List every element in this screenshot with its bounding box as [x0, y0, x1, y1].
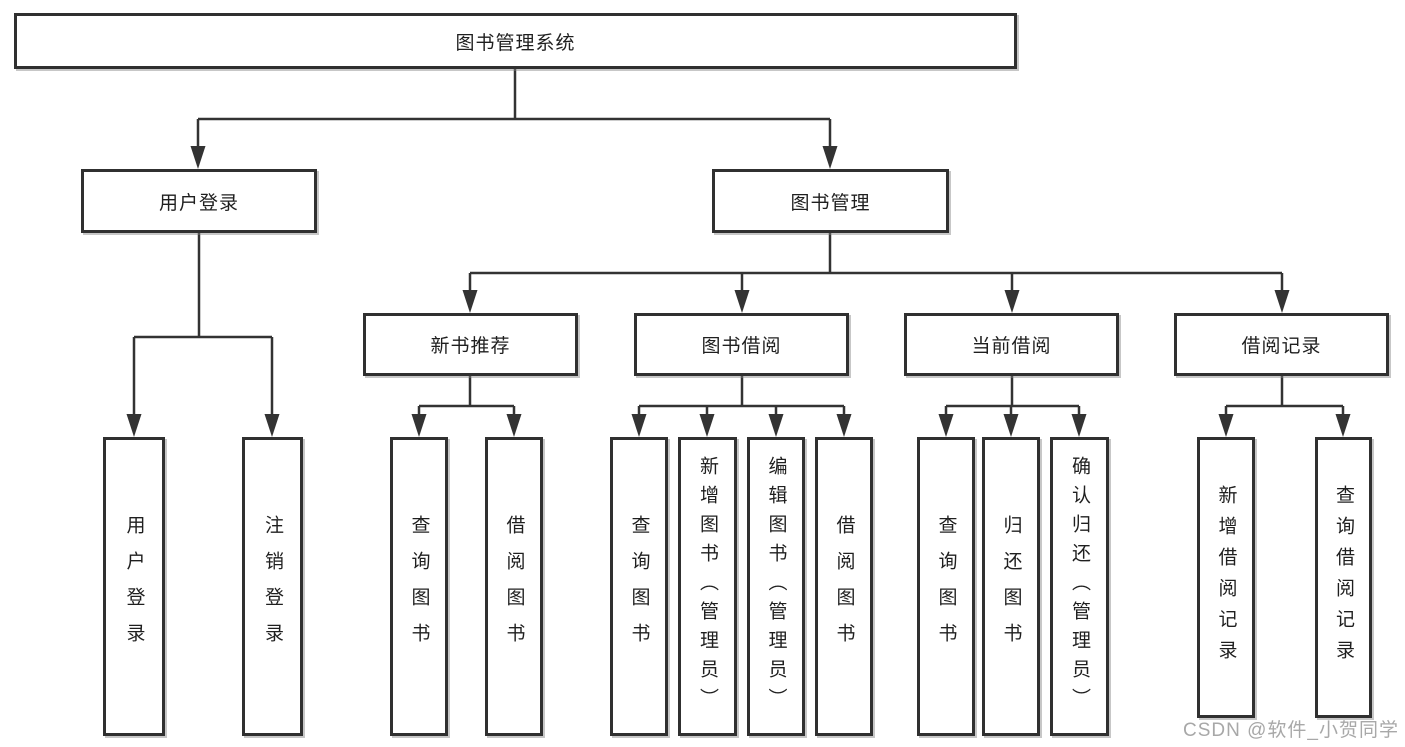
leaf-query-books-current-label: 查询图书: [935, 514, 957, 659]
node-new-book-recommend: 新书推荐: [363, 313, 578, 376]
node-current-borrow-label: 当前借阅: [971, 336, 1052, 357]
leaf-edit-book-admin-label: 编辑图书（管理员）: [765, 456, 787, 717]
leaf-add-book-admin-label: 新增图书（管理员）: [697, 456, 718, 717]
node-root: 图书管理系统: [14, 13, 1017, 69]
leaf-logout-label: 注销登录: [262, 514, 283, 659]
node-book-management: 图书管理: [712, 169, 949, 233]
leaf-query-books-borrow: 查询图书: [610, 437, 668, 736]
node-borrow-records: 借阅记录: [1174, 313, 1389, 376]
leaf-query-books-borrow-label: 查询图书: [628, 514, 650, 659]
arrowheads: [126, 146, 1351, 437]
node-root-label: 图书管理系统: [455, 32, 576, 54]
node-user-login-label: 用户登录: [158, 192, 239, 214]
leaf-query-books-recommend-label: 查询图书: [408, 514, 430, 659]
leaf-borrow-books-borrow: 借阅图书: [815, 437, 873, 736]
node-new-book-recommend-label: 新书推荐: [430, 336, 511, 357]
leaf-confirm-return-admin: 确认归还（管理员）: [1050, 437, 1109, 736]
leaf-user-login-label: 用户登录: [123, 514, 145, 659]
leaf-user-login: 用户登录: [103, 437, 165, 736]
leaf-add-borrow-record: 新增借阅记录: [1197, 437, 1255, 718]
node-borrow-records-label: 借阅记录: [1241, 336, 1322, 357]
leaf-add-book-admin: 新增图书（管理员）: [678, 437, 737, 736]
leaf-borrow-books-borrow-label: 借阅图书: [833, 514, 855, 659]
watermark-text: CSDN @软件_小贺同学: [1183, 720, 1399, 741]
leaf-query-books-current: 查询图书: [917, 437, 975, 736]
node-book-management-label: 图书管理: [790, 192, 871, 214]
leaf-query-borrow-record: 查询借阅记录: [1315, 437, 1372, 718]
node-book-borrow-label: 图书借阅: [701, 336, 782, 357]
leaf-query-borrow-record-label: 查询借阅记录: [1333, 484, 1354, 671]
leaf-borrow-books-recommend-label: 借阅图书: [503, 514, 525, 659]
node-current-borrow: 当前借阅: [904, 313, 1119, 376]
node-user-login: 用户登录: [81, 169, 317, 233]
leaf-borrow-books-recommend: 借阅图书: [485, 437, 543, 736]
leaf-edit-book-admin: 编辑图书（管理员）: [747, 437, 805, 736]
leaf-return-books-label: 归还图书: [1000, 514, 1022, 659]
leaf-logout: 注销登录: [242, 437, 303, 736]
leaf-query-books-recommend: 查询图书: [390, 437, 448, 736]
leaf-return-books: 归还图书: [982, 437, 1040, 736]
leaf-add-borrow-record-label: 新增借阅记录: [1215, 484, 1237, 671]
node-book-borrow: 图书借阅: [634, 313, 849, 376]
leaf-confirm-return-admin-label: 确认归还（管理员）: [1069, 456, 1090, 717]
